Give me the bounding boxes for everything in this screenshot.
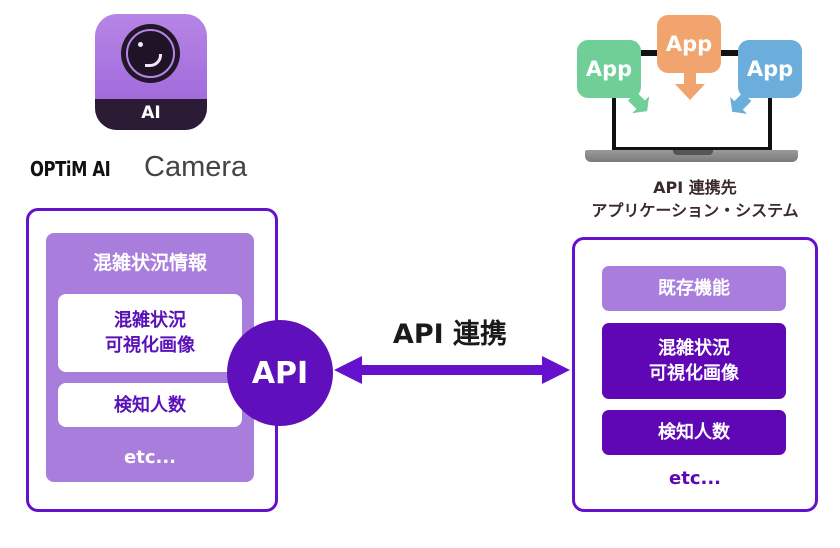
- destination-label-line1: API 連携先: [653, 178, 737, 197]
- app-bubble-blue: App: [738, 40, 802, 98]
- detected-count-card: 検知人数: [58, 383, 242, 427]
- app-bubble-green: App: [577, 40, 641, 98]
- card-line1: 混雑状況: [114, 310, 186, 331]
- icon-badge-band: AI: [95, 99, 207, 130]
- card-line2: 可視化画像: [105, 335, 195, 356]
- laptop-notch: [673, 150, 713, 155]
- left-etc-label: etc...: [124, 447, 176, 468]
- right-etc-label: etc...: [669, 468, 721, 489]
- blue-arrow-icon: [730, 92, 752, 114]
- optim-ai-camera-app-icon: AI: [95, 14, 207, 130]
- camera-lens-ring: [126, 29, 175, 78]
- card-line1: 既存機能: [658, 278, 730, 299]
- orange-arrow-icon: [675, 72, 705, 100]
- existing-features-card: 既存機能: [602, 266, 786, 311]
- detected-count-card: 検知人数: [602, 410, 786, 455]
- card-line1: 検知人数: [114, 394, 186, 416]
- laptop-base-icon: [585, 150, 798, 162]
- congestion-visual-image-card: 混雑状況 可視化画像: [602, 323, 786, 399]
- card-line2: 可視化画像: [649, 363, 739, 384]
- card-line1: 検知人数: [658, 422, 730, 443]
- api-connection-label: API 連携: [392, 319, 508, 350]
- api-badge: API: [227, 320, 333, 426]
- destination-label-line2: アプリケーション・システム: [591, 201, 799, 220]
- bidirectional-arrow: [334, 356, 570, 384]
- double-arrow-icon: [334, 356, 570, 384]
- brand-name: OPTiM AI Camera: [30, 151, 248, 183]
- icon-badge-label: AI: [141, 103, 161, 123]
- card-line1: 混雑状況: [658, 338, 730, 359]
- brand-product: Camera: [144, 151, 248, 183]
- brand-logo: OPTiM AI: [30, 157, 111, 181]
- lens-glint: [138, 42, 143, 47]
- congestion-visual-image-card: 混雑状況 可視化画像: [58, 294, 242, 372]
- app-bubble-orange: App: [657, 15, 721, 73]
- congestion-info-title: 混雑状況情報: [92, 252, 207, 274]
- lens-glint-curve: [145, 54, 162, 67]
- destination-label: API 連携先 アプリケーション・システム: [565, 176, 825, 222]
